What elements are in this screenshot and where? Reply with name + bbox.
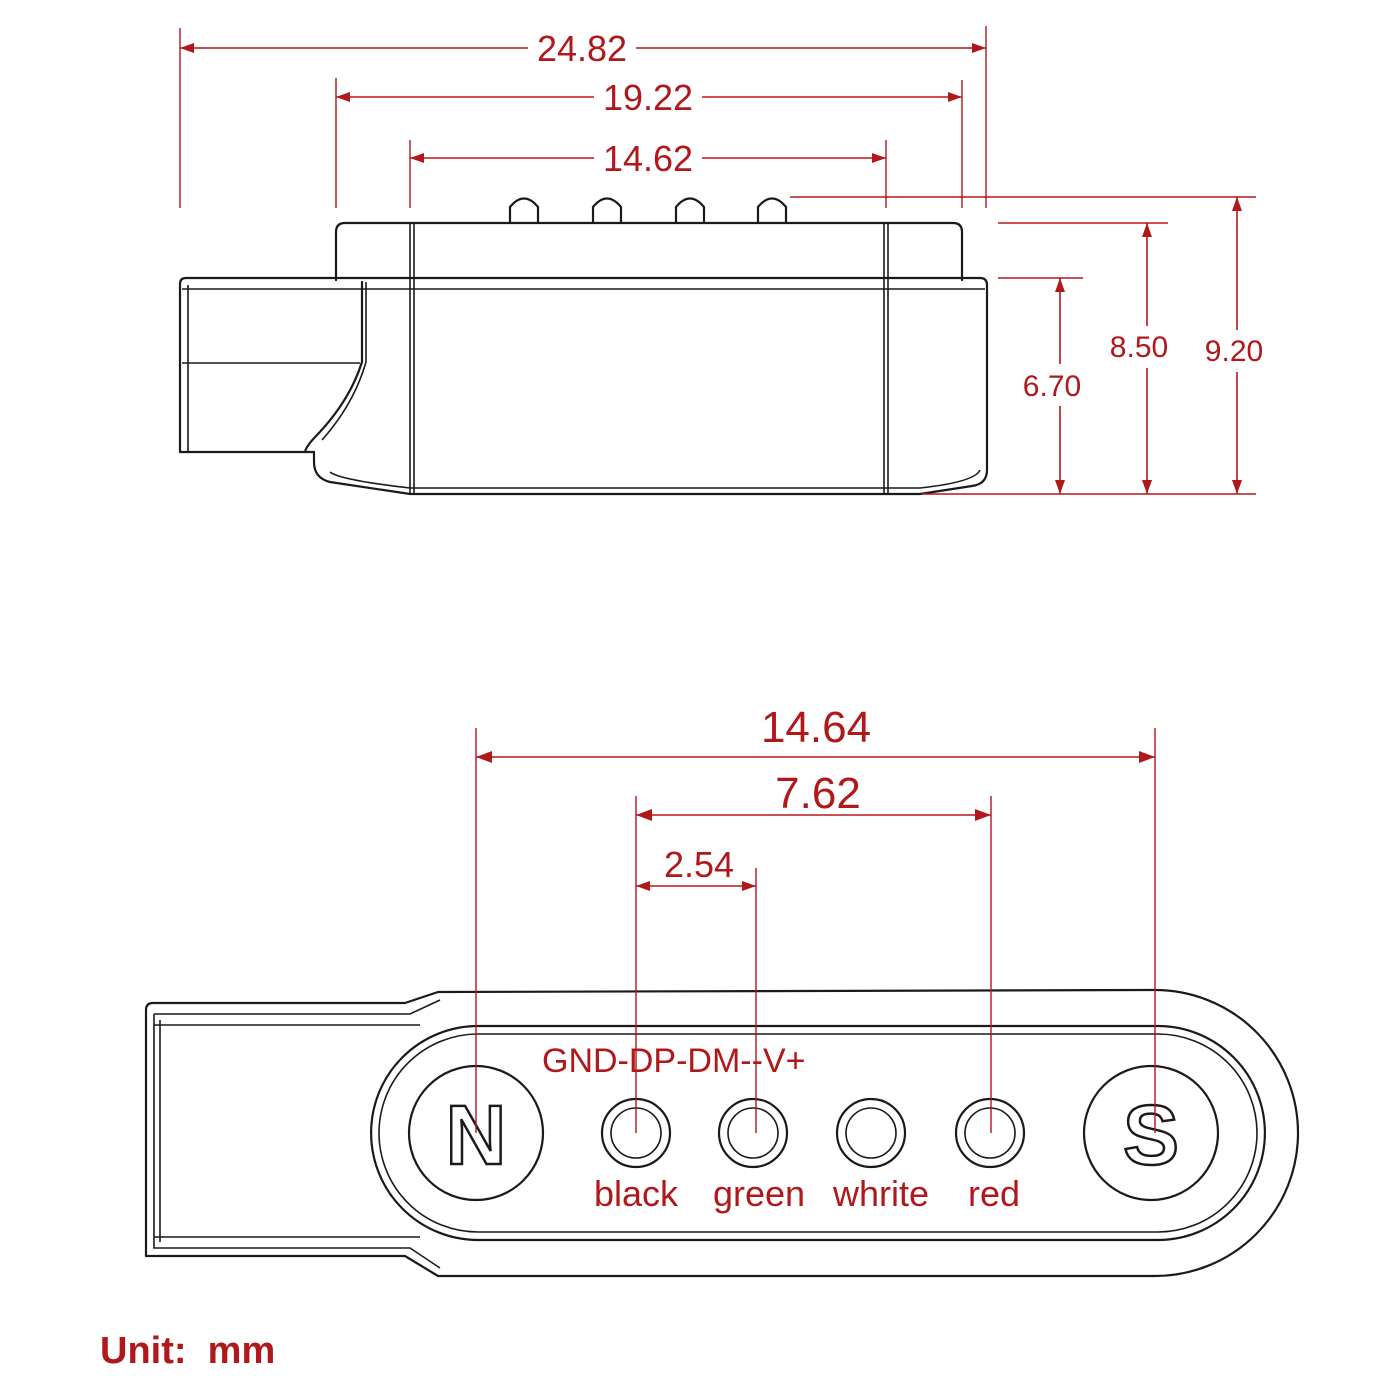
side-view-connector	[178, 197, 989, 496]
dim-body-length: 19.22	[603, 77, 693, 118]
wire-label-white: whrite	[832, 1173, 929, 1214]
side-view-cable-transition	[303, 280, 364, 454]
side-view-bottom-inner-edge	[329, 469, 981, 489]
dim-pin-span: 7.62	[775, 769, 861, 818]
pin-2-inner	[727, 1107, 779, 1159]
arrow-pin-span-left	[636, 809, 652, 821]
side-view-pin-2	[591, 197, 623, 225]
arrow-height-top-bottom	[1142, 480, 1152, 494]
arrow-height-body-bottom	[1055, 480, 1065, 494]
dim-pin-pitch: 2.54	[664, 844, 734, 885]
wire-label-black: black	[594, 1173, 679, 1214]
pin-3-outer	[835, 1097, 907, 1169]
face-view-dimensions: 14.64 7.62 2.54 GND-DP-DM--V+ black gree…	[475, 703, 1156, 1214]
dim-pole-span: 14.64	[761, 703, 871, 752]
arrow-height-body-top	[1055, 278, 1065, 292]
magnet-s-letter: S	[1123, 1088, 1179, 1182]
dim-height-pins: 9.20	[1205, 335, 1263, 368]
pin-function-label: GND-DP-DM--V+	[542, 1042, 805, 1080]
wire-label-green: green	[713, 1173, 805, 1214]
pin-4-inner	[964, 1107, 1016, 1159]
unit-value: mm	[207, 1330, 276, 1372]
arrow-height-top-top	[1142, 223, 1152, 237]
magnet-n-letter: N	[446, 1088, 507, 1182]
arrow-pole-span-right	[1139, 751, 1155, 763]
dim-overall-length: 24.82	[537, 28, 627, 69]
pin-3-inner	[845, 1107, 897, 1159]
arrow-pole-span-left	[476, 751, 492, 763]
arrow-pin-pitch-left	[636, 881, 650, 891]
dim-inner-length: 14.62	[603, 138, 693, 179]
pin-4-outer	[954, 1097, 1026, 1169]
side-view-cable-transition-inner	[321, 282, 367, 441]
arrow-inner-left	[410, 153, 424, 163]
arrow-overall-left	[180, 43, 194, 53]
side-view-dimensions: 24.82 19.22 14.62 6.70 8.50	[179, 26, 1263, 495]
side-view-pin-3	[674, 197, 706, 225]
arrow-height-pins-bottom	[1232, 480, 1242, 494]
side-view-top-block	[334, 221, 964, 282]
arrow-pin-span-right	[975, 809, 991, 821]
arrow-body-left	[336, 92, 350, 102]
face-view-contact-face-inner	[378, 1033, 1258, 1233]
face-view-outer-body	[144, 988, 1300, 1278]
arrow-height-pins-top	[1232, 197, 1242, 211]
arrow-pin-pitch-right	[742, 881, 756, 891]
face-view-connector: N S	[144, 988, 1300, 1278]
arrow-body-right	[948, 92, 962, 102]
side-view-pin-1	[508, 197, 540, 225]
unit-note: Unit: mm	[100, 1330, 275, 1373]
arrow-inner-right	[872, 153, 886, 163]
side-view-pin-4	[756, 197, 788, 225]
side-view-main-body	[178, 276, 989, 496]
unit-label: Unit:	[100, 1330, 187, 1372]
face-view-cable-inner	[153, 999, 441, 1269]
face-view-contact-face-outer	[369, 1024, 1267, 1242]
dim-height-body: 6.70	[1023, 370, 1081, 403]
magnet-s	[1082, 1064, 1220, 1202]
wire-label-red: red	[968, 1173, 1020, 1214]
dim-height-top: 8.50	[1110, 331, 1168, 364]
pin-2-outer	[717, 1097, 789, 1169]
arrow-overall-right	[972, 43, 986, 53]
